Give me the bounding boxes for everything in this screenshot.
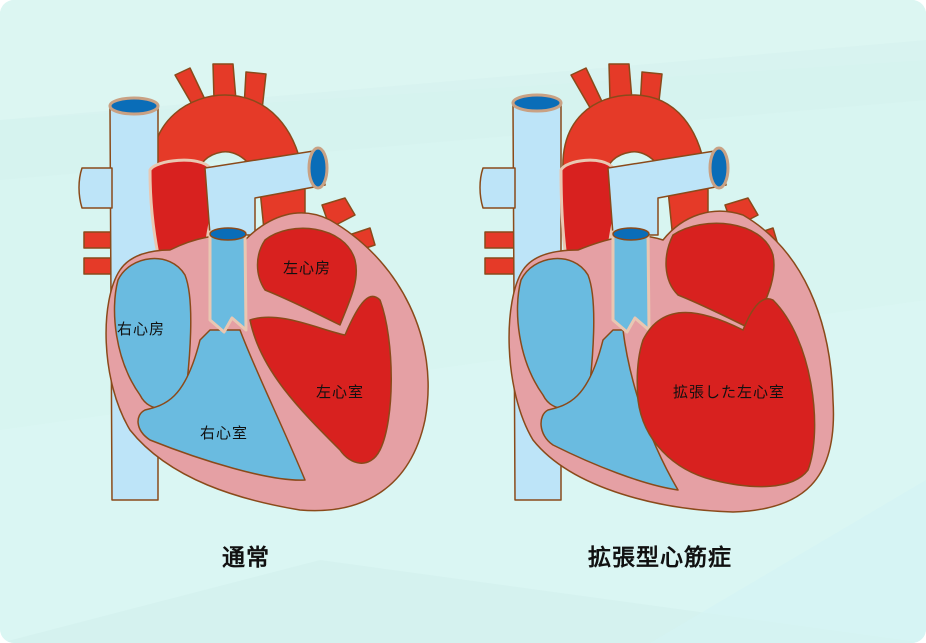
- dilated-heart-illustration: [479, 63, 835, 513]
- label-right-atrium: 右心房: [117, 320, 166, 338]
- caption-dilated-cardiomyopathy: 拡張型心筋症: [588, 545, 732, 571]
- label-left-atrium: 左心房: [283, 259, 332, 277]
- dilated-heart-panel: 拡張した左心室 拡張型心筋症: [463, 0, 926, 643]
- normal-heart-panel: 右心房 右心室 左心房 左心室 通常: [78, 63, 429, 571]
- label-left-ventricle: 左心室: [316, 383, 365, 401]
- label-dilated-left-ventricle: 拡張した左心室: [673, 383, 786, 401]
- normal-heart-illustration: [78, 63, 429, 512]
- caption-normal: 通常: [222, 545, 270, 571]
- label-right-ventricle: 右心室: [200, 424, 249, 442]
